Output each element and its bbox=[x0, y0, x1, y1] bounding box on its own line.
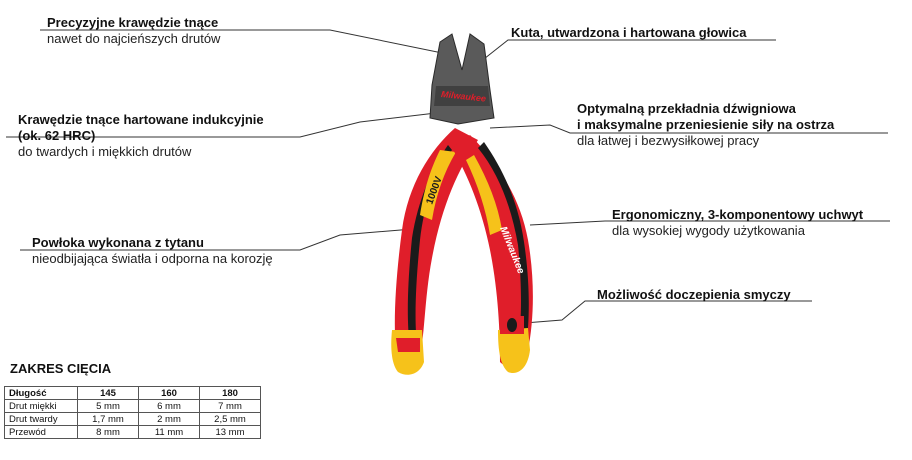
callout-leverage-title-2: i maksymalne przeniesienie siły na ostrz… bbox=[577, 117, 835, 132]
callout-induction-title-1: Krawędzie tnące hartowane indukcyjnie bbox=[18, 112, 264, 127]
table-row: Drut miękki 5 mm 6 mm 7 mm bbox=[4, 399, 261, 413]
table-cell: Przewód bbox=[4, 425, 78, 439]
callout-leverage: Optymalną przekładnia dźwigniowa i maksy… bbox=[577, 101, 834, 149]
lanyard-hole-icon bbox=[507, 318, 517, 332]
table-cell: 13 mm bbox=[199, 425, 261, 439]
table-cell: 2 mm bbox=[138, 412, 200, 426]
table-header-cell: 180 bbox=[199, 386, 261, 400]
right-handle-tip bbox=[498, 328, 530, 374]
callout-induction: Krawędzie tnące hartowane indukcyjnie (o… bbox=[18, 112, 264, 160]
callout-ergonomic-sub: dla wysokiej wygody użytkowania bbox=[612, 223, 805, 238]
head-brand-text: Milwaukee bbox=[441, 89, 487, 104]
table-cell: 7 mm bbox=[199, 399, 261, 413]
leader-precision bbox=[40, 29, 453, 56]
callout-precision: Precyzyjne krawędzie tnące nawet do najc… bbox=[47, 15, 220, 47]
table-cell: 6 mm bbox=[138, 399, 200, 413]
right-handle-grip bbox=[452, 135, 533, 368]
leader-lanyard bbox=[511, 300, 812, 325]
table-cell: Drut twardy bbox=[4, 412, 78, 426]
callout-ergonomic: Ergonomiczny, 3-komponentowy uchwyt dla … bbox=[612, 207, 863, 239]
callout-titanium: Powłoka wykonana z tytanu nieodbijająca … bbox=[32, 235, 273, 267]
pliers-head bbox=[429, 33, 495, 125]
table-header-cell: 145 bbox=[77, 386, 139, 400]
table-cell: 11 mm bbox=[138, 425, 200, 439]
left-handle-tip bbox=[391, 330, 424, 375]
callout-leverage-sub: dla łatwej i bezwysiłkowej pracy bbox=[577, 133, 760, 148]
leader-ergonomic bbox=[529, 220, 890, 226]
right-grip-insert bbox=[466, 155, 502, 235]
table-row: Przewód 8 mm 11 mm 13 mm bbox=[4, 425, 261, 439]
callout-precision-title: Precyzyjne krawędzie tnące bbox=[47, 15, 219, 30]
left-handle-grip bbox=[394, 128, 478, 369]
table-cell: Drut miękki bbox=[4, 399, 78, 413]
callout-forged: Kuta, utwardzona i hartowana głowica bbox=[511, 25, 746, 41]
callout-lanyard: Możliwość doczepienia smyczy bbox=[597, 287, 791, 303]
callout-lanyard-title: Możliwość doczepienia smyczy bbox=[597, 287, 791, 302]
leader-induction bbox=[6, 112, 437, 138]
table-cell: 5 mm bbox=[77, 399, 139, 413]
table-header-row: Długość 145 160 180 bbox=[4, 386, 261, 400]
table-title: ZAKRES CIĘCIA bbox=[10, 361, 112, 376]
callout-induction-sub: do twardych i miękkich drutów bbox=[18, 144, 192, 159]
leader-titanium bbox=[20, 227, 426, 251]
table-header-cell: 160 bbox=[138, 386, 200, 400]
callout-titanium-sub: nieodbijająca światła i odporna na koroz… bbox=[32, 251, 273, 266]
cutting-range-table: Długość 145 160 180 Drut miękki 5 mm 6 m… bbox=[4, 386, 261, 439]
table-header-cell: Długość bbox=[4, 386, 78, 400]
left-grip-insert bbox=[420, 150, 456, 220]
table-cell: 1,7 mm bbox=[77, 412, 139, 426]
table-cell: 2,5 mm bbox=[199, 412, 261, 426]
callout-forged-title: Kuta, utwardzona i hartowana głowica bbox=[511, 25, 747, 40]
callout-induction-title-2: (ok. 62 HRC) bbox=[18, 128, 96, 143]
callout-titanium-title: Powłoka wykonana z tytanu bbox=[32, 235, 204, 250]
leader-leverage bbox=[489, 124, 888, 134]
table-row: Drut twardy 1,7 mm 2 mm 2,5 mm bbox=[4, 412, 261, 426]
head-plate bbox=[434, 86, 490, 106]
left-tip-logo-icon bbox=[396, 338, 420, 352]
callout-precision-sub: nawet do najcieńszych drutów bbox=[47, 31, 221, 46]
callout-ergonomic-title: Ergonomiczny, 3-komponentowy uchwyt bbox=[612, 207, 864, 222]
callout-leverage-title-1: Optymalną przekładnia dźwigniowa bbox=[577, 101, 796, 116]
table-cell: 8 mm bbox=[77, 425, 139, 439]
